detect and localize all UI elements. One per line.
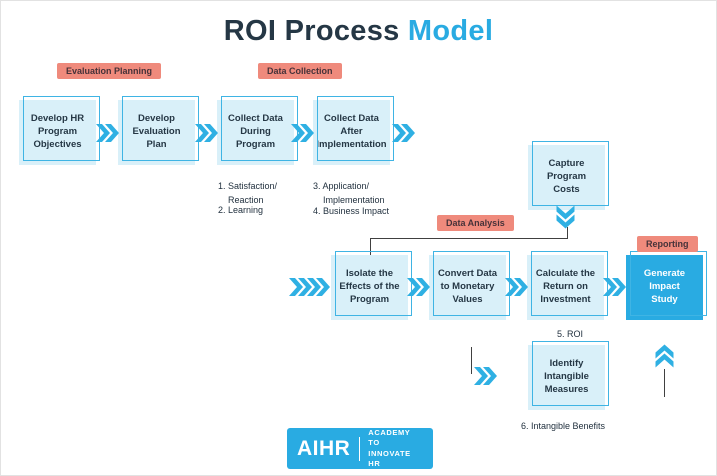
chevron-right-icon xyxy=(505,278,528,296)
note-satisfaction-reaction: 1. Satisfaction/ Reaction xyxy=(218,181,278,205)
intangible-connector-line xyxy=(471,347,472,374)
note-learning: 2. Learning xyxy=(218,205,264,215)
box-label: Collect Data During Program xyxy=(228,113,283,150)
box-develop-hr-program-objectives: Develop HR Program Objectives xyxy=(19,96,100,165)
data-analysis-bracket-right-tick xyxy=(567,227,568,238)
chevron-right-icon xyxy=(407,278,430,296)
chevron-right-icon xyxy=(289,278,330,296)
chevron-right-icon xyxy=(474,367,497,385)
box-label: Calculate the Return on Investment xyxy=(535,268,596,305)
box-label: Generate Impact Study xyxy=(643,268,686,305)
box-develop-evaluation-plan: Develop Evaluation Plan xyxy=(118,96,199,165)
logo-divider xyxy=(359,436,361,461)
chevron-down-icon xyxy=(556,205,575,229)
aihr-logo-brand: AIHR xyxy=(297,436,351,460)
box-label: Develop Evaluation Plan xyxy=(132,113,181,150)
chevron-right-icon xyxy=(603,278,626,296)
box-label: Isolate the Effects of the Program xyxy=(339,268,400,305)
title-accent: Model xyxy=(407,15,494,47)
title-main: ROI Process xyxy=(223,15,408,47)
box-calculate-the-return-on-investment: Calculate the Return on Investment xyxy=(527,251,608,320)
tagline-line-2: INNOVATE HR xyxy=(368,448,411,469)
chevron-right-icon xyxy=(392,124,415,142)
note-application-implementation: 3. Application/ Implementation xyxy=(313,181,385,205)
stage-label-data-collection: Data Collection xyxy=(258,63,342,79)
box-label: Collect Data After Implementation xyxy=(316,113,387,150)
aihr-logo-tagline: ACADEMY TO INNOVATE HR xyxy=(368,428,423,470)
note-roi: 5. ROI xyxy=(557,329,584,339)
box-label: Identify Intangible Measures xyxy=(544,358,589,395)
box-generate-impact-study: Generate Impact Study xyxy=(626,251,707,320)
chevron-right-icon xyxy=(96,124,119,142)
stage-label-data-analysis: Data Analysis xyxy=(437,215,514,231)
note-intangible-benefits: 6. Intangible Benefits xyxy=(521,421,606,431)
chevron-right-icon xyxy=(291,124,314,142)
note-business-impact: 4. Business Impact xyxy=(313,206,390,216)
report-connector-line xyxy=(664,369,665,397)
box-collect-data-after-implementation: Collect Data After Implementation xyxy=(313,96,394,165)
aihr-logo: AIHR ACADEMY TO INNOVATE HR xyxy=(287,428,433,469)
box-label: Develop HR Program Objectives xyxy=(30,113,85,150)
box-isolate-the-effects: Isolate the Effects of the Program xyxy=(331,251,412,320)
data-analysis-bracket-left-tick xyxy=(370,238,371,255)
box-convert-data-to-monetary-values: Convert Data to Monetary Values xyxy=(429,251,510,320)
stage-label-evaluation-planning: Evaluation Planning xyxy=(57,63,162,79)
page-title: ROI Process Model xyxy=(1,15,716,48)
data-analysis-bracket-line xyxy=(370,238,568,239)
stage-label-reporting: Reporting xyxy=(637,236,698,252)
box-capture-program-costs: Capture Program Costs xyxy=(528,141,609,210)
chevron-up-icon xyxy=(655,344,674,368)
box-label: Capture Program Costs xyxy=(546,158,587,195)
box-label: Convert Data to Monetary Values xyxy=(437,268,498,305)
box-identify-intangible-measures: Identify Intangible Measures xyxy=(528,341,609,410)
tagline-line-1: ACADEMY TO xyxy=(368,427,411,448)
chevron-right-icon xyxy=(195,124,218,142)
box-collect-data-during-program: Collect Data During Program xyxy=(217,96,298,165)
